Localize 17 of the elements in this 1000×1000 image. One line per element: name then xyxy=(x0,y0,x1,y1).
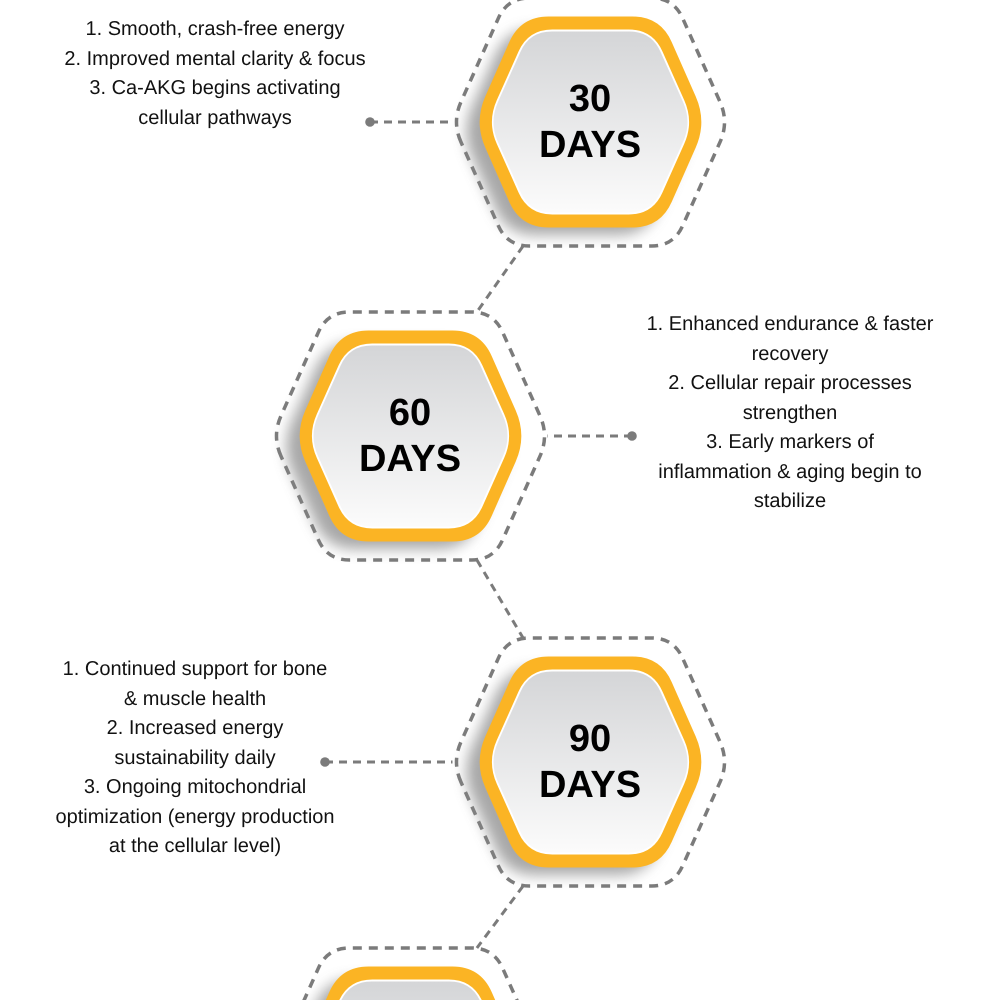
connector-line xyxy=(476,245,524,313)
benefit-item: 1. Enhanced endurance & faster recovery xyxy=(646,312,934,366)
benefit-item: 3. Ca-AKG begins activating cellular pathways xyxy=(88,76,342,130)
leader-line xyxy=(320,757,452,767)
milestone-label: 60 DAYS xyxy=(358,391,462,482)
milestone-label: 90 DAYS xyxy=(538,717,642,808)
benefit-item: 3. Ongoing mitochondrial optimization (energy production at the cellular level) xyxy=(54,775,336,859)
milestone-label: 30 DAYS xyxy=(538,77,642,168)
connector-line xyxy=(476,885,524,949)
leader-line xyxy=(548,431,637,441)
benefit-item: 2. Increased energy sustainability daily xyxy=(106,716,284,770)
benefit-item: 1. Smooth, crash-free energy xyxy=(84,17,346,42)
benefit-item: 2. Cellular repair processes strengthen xyxy=(667,371,913,426)
benefit-item: 2. Improved mental clarity & focus xyxy=(63,46,367,72)
connector-line xyxy=(476,559,524,639)
benefit-item: 1. Continued support for bone & muscle health xyxy=(62,657,328,712)
benefit-item: 3. Early markers of inflammation & aging begin to stabilize xyxy=(657,430,923,514)
